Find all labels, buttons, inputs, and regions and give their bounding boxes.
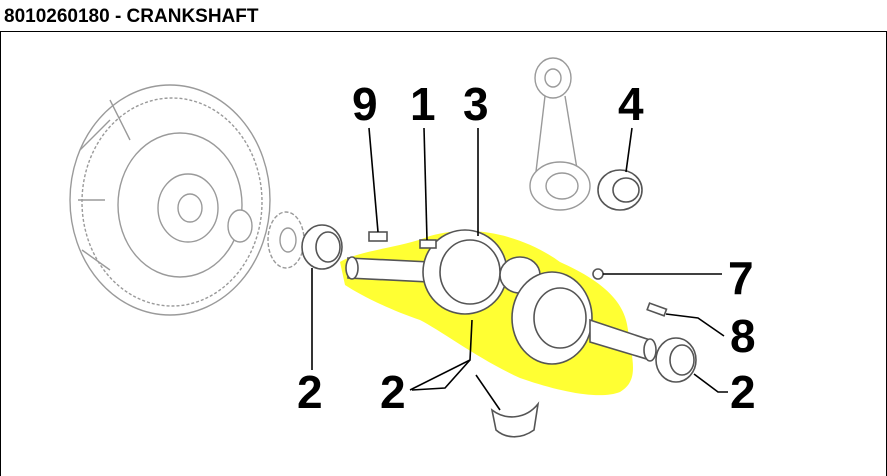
callout-2-right: 2 — [730, 366, 756, 418]
page-title: 8010260180 - CRANKSHAFT — [4, 6, 259, 27]
plug-7 — [592, 268, 604, 280]
callout-8: 8 — [730, 310, 756, 362]
main-bearing-right — [655, 337, 697, 383]
rod-bearing — [597, 169, 643, 211]
callout-1: 1 — [410, 78, 436, 130]
main-bearing-left — [301, 224, 343, 270]
callout-7: 7 — [728, 252, 754, 304]
flywheel — [69, 84, 305, 316]
callout-3: 3 — [463, 78, 489, 130]
key-9 — [368, 231, 388, 242]
page-header: 8010260180 - CRANKSHAFT — [0, 0, 887, 32]
leader-lines — [311, 127, 728, 411]
callout-9: 9 — [352, 78, 378, 130]
callout-2-middle: 2 — [380, 366, 406, 418]
callout-4: 4 — [618, 78, 644, 130]
connecting-rod — [529, 57, 591, 211]
callout-2-left: 2 — [297, 366, 323, 418]
bearing-half-shell — [490, 401, 540, 438]
pin-8 — [646, 302, 668, 317]
key-1 — [419, 239, 437, 249]
crankshaft — [345, 229, 657, 365]
